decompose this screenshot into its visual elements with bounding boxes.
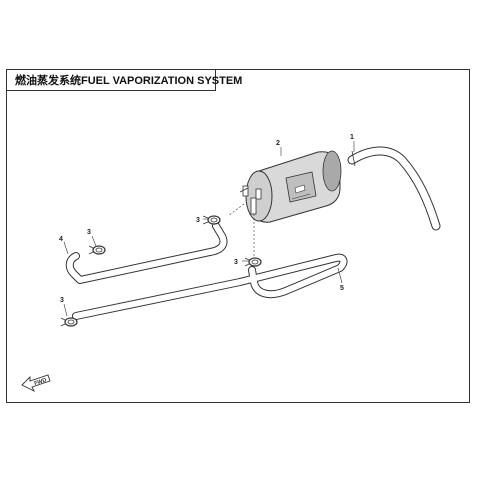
callout-part-5: 5	[340, 285, 344, 292]
diagram-title: 燃油蒸发系统FUEL VAPORIZATION SYSTEM	[15, 75, 243, 87]
part-2-canister	[239, 150, 342, 223]
part-5-hose	[72, 253, 348, 320]
forward-direction-label: FWD	[34, 377, 48, 387]
assembly-leader-lines	[227, 203, 255, 256]
diagram-frame	[6, 69, 470, 403]
part-3-clamp-middle	[244, 257, 262, 267]
part-3-clamp-lower	[60, 317, 78, 327]
callout-part-2: 2	[276, 140, 280, 147]
callout-part-3-left: 3	[87, 229, 91, 236]
part-4-hose	[65, 222, 228, 284]
part-3-clamp-upper	[202, 215, 221, 225]
part-1-vent-hose	[347, 146, 441, 231]
title-box: 燃油蒸发系统FUEL VAPORIZATION SYSTEM	[6, 69, 242, 91]
callout-leaders	[63, 141, 355, 317]
callout-part-4: 4	[59, 236, 63, 243]
callout-part-1: 1	[350, 134, 354, 141]
part-3-clamp-left	[88, 245, 106, 255]
callout-part-3-middle: 3	[234, 259, 238, 266]
callout-part-3-upper: 3	[196, 217, 200, 224]
callout-part-3-lower: 3	[60, 297, 64, 304]
forward-direction-arrow-icon: FWD	[21, 374, 51, 393]
